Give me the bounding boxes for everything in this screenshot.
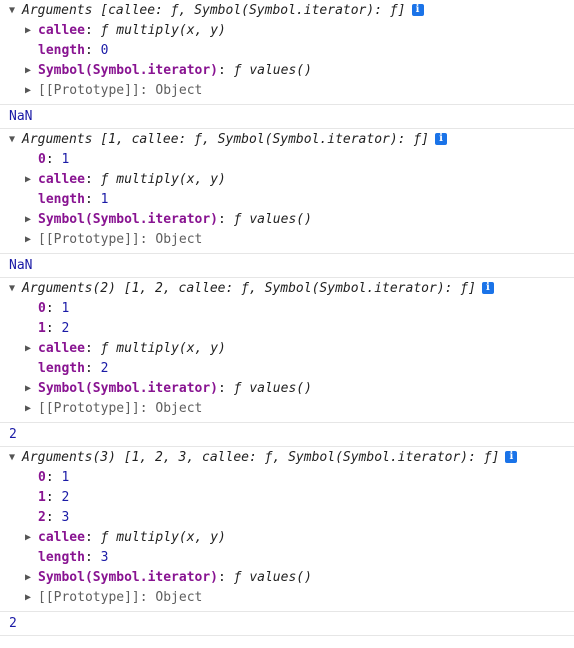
property-prototype[interactable]: ▶ [[Prototype]]: Object	[0, 588, 574, 608]
prototype-text: [[Prototype]]: Object	[38, 590, 203, 605]
console-message-arguments: ▼ Arguments [1, callee: ƒ, Symbol(Symbol.…	[0, 129, 574, 254]
property-key: length	[38, 550, 85, 565]
object-summary[interactable]: ▼ Arguments(3) [1, 2, 3, callee: ƒ, Symbo…	[0, 448, 574, 468]
property-prototype[interactable]: ▶ [[Prototype]]: Object	[0, 81, 574, 101]
info-icon[interactable]: i	[481, 281, 494, 294]
triangle-down-icon[interactable]: ▼	[9, 5, 16, 16]
property-index: 2: 3	[38, 510, 70, 525]
property-length: length: 3	[38, 550, 109, 565]
property-value: 3	[100, 550, 109, 565]
triangle-right-icon[interactable]: ▶	[25, 532, 32, 543]
property-symbol-iterator[interactable]: ▶Symbol(Symbol.iterator): ƒ values()	[0, 210, 574, 230]
console-result: NaN	[0, 105, 574, 129]
prototype-text: [[Prototype]]: Object	[38, 401, 203, 416]
triangle-right-icon[interactable]: ▶	[25, 174, 32, 185]
object-summary[interactable]: ▼ Arguments(2) [1, 2, callee: ƒ, Symbol(S…	[0, 279, 574, 299]
object-summary-text: Arguments [callee: ƒ, Symbol(Symbol.iter…	[22, 3, 406, 18]
console-result: 2	[0, 423, 574, 447]
property-key: length	[38, 43, 85, 58]
property-index: 0: 1	[38, 301, 70, 316]
property-callee[interactable]: ▶callee: ƒ multiply(x, y)	[0, 170, 574, 190]
property-key: length	[38, 192, 85, 207]
property-value: ƒ multiply(x, y)	[100, 530, 226, 545]
property-key: 0	[38, 152, 46, 167]
object-summary[interactable]: ▼ Arguments [1, callee: ƒ, Symbol(Symbol.…	[0, 130, 574, 150]
property-callee[interactable]: ▶callee: ƒ multiply(x, y)	[0, 528, 574, 548]
property-index: 1: 2	[38, 321, 70, 336]
console-message-arguments: ▼ Arguments [callee: ƒ, Symbol(Symbol.ite…	[0, 0, 574, 105]
property-value: 2	[100, 361, 109, 376]
property-key: Symbol(Symbol.iterator)	[38, 381, 219, 396]
console-message-arguments: ▼ Arguments(3) [1, 2, 3, callee: ƒ, Symbo…	[0, 447, 574, 612]
property-index: 1: 2	[38, 490, 70, 505]
property-key: Symbol(Symbol.iterator)	[38, 570, 219, 585]
property-key: length	[38, 361, 85, 376]
property-value: ƒ multiply(x, y)	[100, 23, 226, 38]
property-key: 0	[38, 301, 46, 316]
object-summary-text: Arguments(3) [1, 2, 3, callee: ƒ, Symbol…	[22, 450, 500, 465]
triangle-right-icon[interactable]: ▶	[25, 214, 32, 225]
property-key: 2	[38, 510, 46, 525]
triangle-down-icon[interactable]: ▼	[9, 452, 16, 463]
property-callee[interactable]: ▶callee: ƒ multiply(x, y)	[0, 21, 574, 41]
property-value: ƒ values()	[233, 63, 312, 78]
console-message-arguments: ▼ Arguments(2) [1, 2, callee: ƒ, Symbol(S…	[0, 278, 574, 423]
property-key: callee	[38, 172, 85, 187]
object-summary[interactable]: ▼ Arguments [callee: ƒ, Symbol(Symbol.ite…	[0, 1, 574, 21]
prototype-text: [[Prototype]]: Object	[38, 83, 203, 98]
property-length: length: 2	[38, 361, 109, 376]
triangle-right-icon[interactable]: ▶	[25, 343, 32, 354]
property-value: 3	[61, 510, 70, 525]
console-result: 2	[0, 612, 574, 636]
triangle-down-icon[interactable]: ▼	[9, 134, 16, 145]
property-value: 1	[61, 470, 70, 485]
property-symbol-iterator[interactable]: ▶Symbol(Symbol.iterator): ƒ values()	[0, 61, 574, 81]
property-callee[interactable]: ▶callee: ƒ multiply(x, y)	[0, 339, 574, 359]
triangle-right-icon[interactable]: ▶	[25, 403, 32, 414]
property-key: Symbol(Symbol.iterator)	[38, 63, 219, 78]
triangle-right-icon[interactable]: ▶	[25, 572, 32, 583]
property-length: length: 1	[38, 192, 109, 207]
object-summary-text: Arguments [1, callee: ƒ, Symbol(Symbol.i…	[22, 132, 429, 147]
property-index: 0: 1	[38, 152, 70, 167]
info-icon[interactable]: i	[435, 132, 447, 145]
property-value: 1	[100, 192, 109, 207]
property-value: ƒ multiply(x, y)	[100, 341, 226, 356]
triangle-right-icon[interactable]: ▶	[25, 234, 32, 245]
property-key: 0	[38, 470, 46, 485]
property-value: 1	[61, 152, 70, 167]
property-value: ƒ multiply(x, y)	[100, 172, 226, 187]
info-icon[interactable]: i	[505, 450, 518, 463]
property-value: 1	[61, 301, 70, 316]
property-value: 2	[61, 490, 70, 505]
property-prototype[interactable]: ▶ [[Prototype]]: Object	[0, 399, 574, 419]
triangle-down-icon[interactable]: ▼	[9, 283, 16, 294]
triangle-right-icon[interactable]: ▶	[25, 85, 32, 96]
property-length: length: 0	[38, 43, 109, 58]
property-value: 2	[61, 321, 70, 336]
console-result: NaN	[0, 254, 574, 278]
property-key: 1	[38, 321, 46, 336]
property-key: callee	[38, 341, 85, 356]
property-key: 1	[38, 490, 46, 505]
property-value: ƒ values()	[233, 570, 312, 585]
info-icon[interactable]: i	[411, 3, 424, 16]
triangle-right-icon[interactable]: ▶	[25, 592, 32, 603]
triangle-right-icon[interactable]: ▶	[25, 65, 32, 76]
triangle-right-icon[interactable]: ▶	[25, 25, 32, 36]
triangle-right-icon[interactable]: ▶	[25, 383, 32, 394]
property-symbol-iterator[interactable]: ▶Symbol(Symbol.iterator): ƒ values()	[0, 379, 574, 399]
property-value: ƒ values()	[233, 212, 312, 227]
prototype-text: [[Prototype]]: Object	[38, 232, 203, 247]
property-value: 0	[100, 43, 109, 58]
object-summary-text: Arguments(2) [1, 2, callee: ƒ, Symbol(Sy…	[22, 281, 476, 296]
property-key: callee	[38, 530, 85, 545]
property-symbol-iterator[interactable]: ▶Symbol(Symbol.iterator): ƒ values()	[0, 568, 574, 588]
property-key: callee	[38, 23, 85, 38]
property-value: ƒ values()	[233, 381, 312, 396]
property-key: Symbol(Symbol.iterator)	[38, 212, 219, 227]
property-index: 0: 1	[38, 470, 70, 485]
property-prototype[interactable]: ▶ [[Prototype]]: Object	[0, 230, 574, 250]
